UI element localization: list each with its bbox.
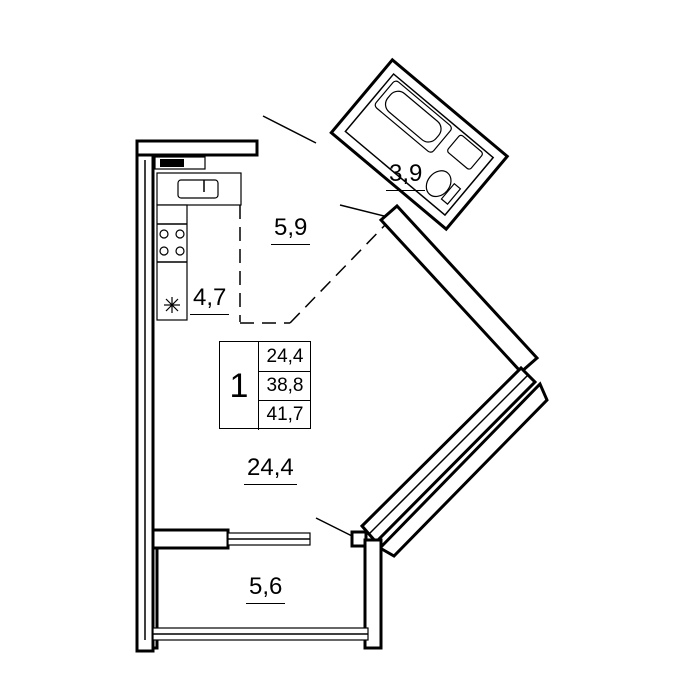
total-area-with-balcony: 41,7 <box>259 400 311 429</box>
toilet-tank <box>440 182 462 205</box>
living-area-total: 24,4 <box>266 345 304 367</box>
hall-room-dashed <box>289 221 389 324</box>
balcony-diagonal-wall <box>377 381 549 558</box>
bathroom-block <box>329 57 510 232</box>
balcony-top-wall <box>151 528 230 550</box>
kitchen-area-label: 4,7 <box>190 286 230 315</box>
bathroom-pointer-line <box>262 115 317 144</box>
hallway-area: 5,9 <box>271 216 311 245</box>
rooms-count: 1 <box>229 366 249 405</box>
kitchen-area: 4,7 <box>190 286 230 315</box>
balcony-right-wall <box>363 538 383 650</box>
living-pointer-line <box>315 517 357 539</box>
living-room-area: 24,4 <box>244 456 297 485</box>
hallway-pointer-line <box>339 204 385 217</box>
balcony-area: 5,6 <box>246 575 286 604</box>
bathroom-area: 3,9 <box>386 162 426 191</box>
sink-icon <box>447 134 483 170</box>
snowflake-icon <box>164 297 180 313</box>
bathtub-basin <box>384 90 442 143</box>
apartment-summary-box: 1 24,4 38,8 41,7 <box>219 341 311 430</box>
hallway-area-label: 5,9 <box>271 216 311 245</box>
right-diagonal-wall <box>378 203 540 375</box>
summary-areas: 24,4 38,8 41,7 <box>258 342 311 430</box>
stove-icon <box>157 223 187 263</box>
balcony-area-label: 5,6 <box>246 575 286 604</box>
sink-icon <box>177 179 219 199</box>
total-area: 38,8 <box>259 371 311 400</box>
bathroom-inner-wall <box>344 72 495 217</box>
toilet-icon <box>425 170 452 198</box>
kitchen-window-frame <box>160 159 184 167</box>
bathroom-area-label: 3,9 <box>386 162 426 191</box>
top-kitchen-wall <box>135 139 259 157</box>
window-glazing <box>368 374 529 535</box>
living-room-area-label: 24,4 <box>244 456 297 485</box>
